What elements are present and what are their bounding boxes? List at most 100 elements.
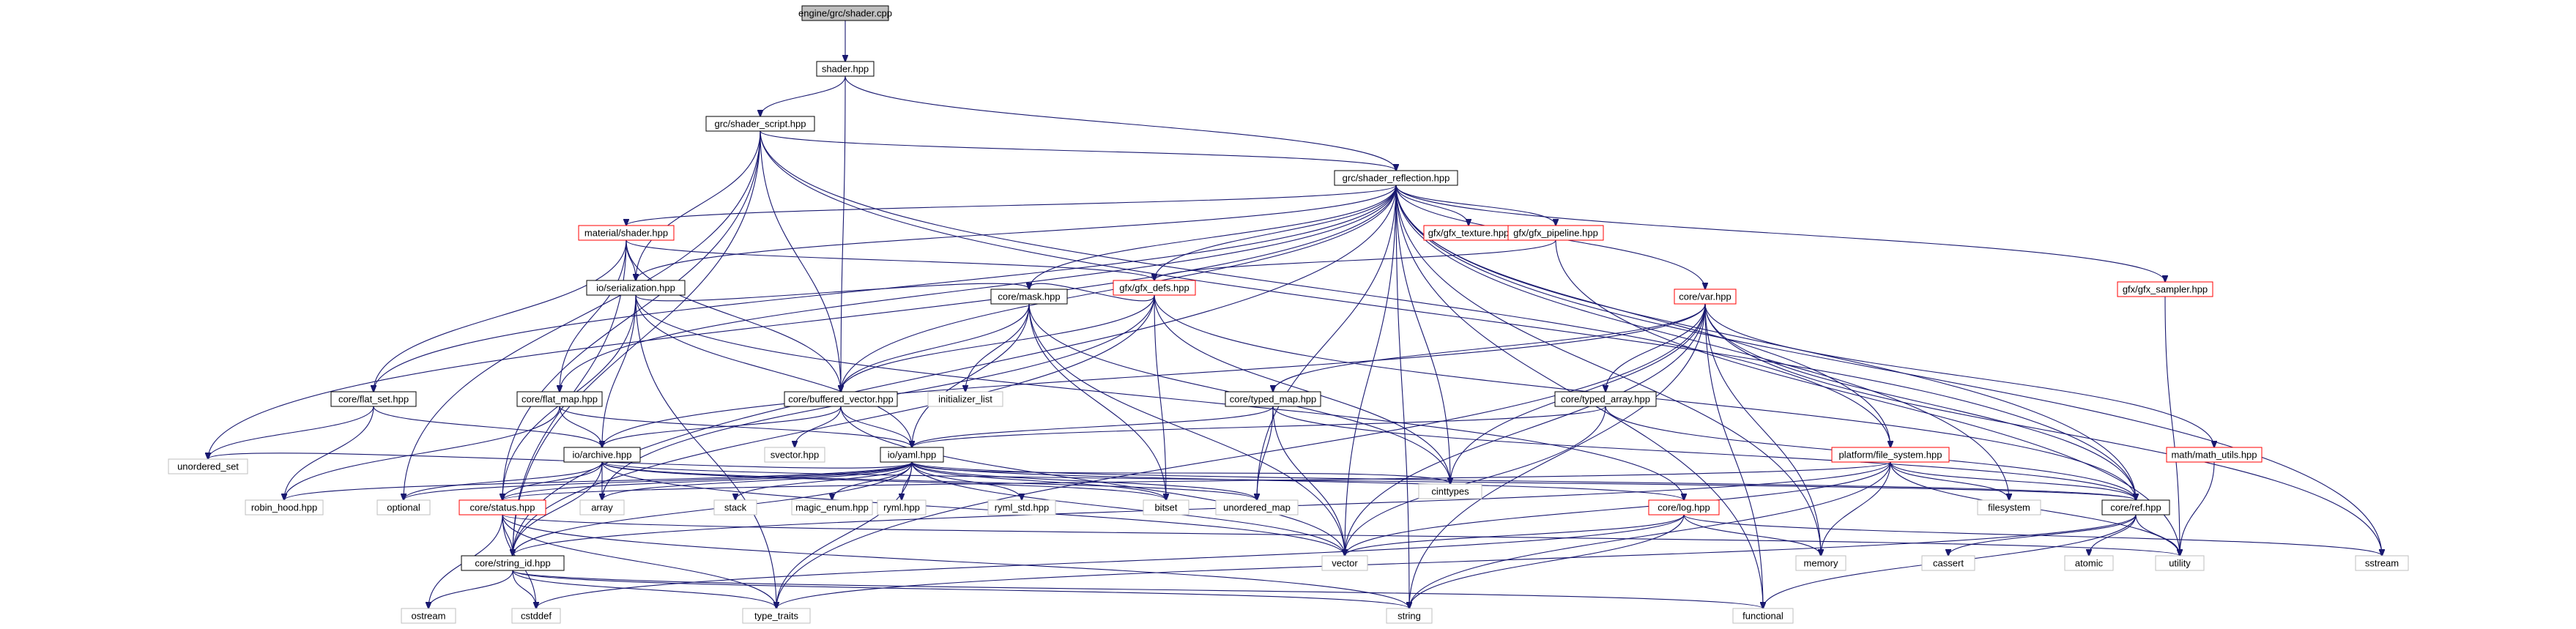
- node-label: functional: [1742, 611, 1783, 622]
- node-shader-reflection[interactable]: grc/shader_reflection.hpp: [1334, 170, 1458, 186]
- node-io-archive[interactable]: io/archive.hpp: [563, 447, 641, 463]
- edge-material_shader-to-core_flat_set: [374, 239, 627, 392]
- node-label: engine/grc/shader.cpp: [798, 8, 892, 19]
- node-box: [1554, 391, 1657, 407]
- edge-core_flat_map-to-io_yaml: [559, 406, 912, 447]
- node-label: material/shader.hpp: [584, 228, 668, 239]
- edge-shader_reflection-to-core_string_id: [513, 185, 1397, 556]
- node-core-string-id[interactable]: core/string_id.hpp: [461, 555, 565, 571]
- node-core-ref[interactable]: core/ref.hpp: [2101, 499, 2170, 516]
- edge-core_var-to-math_utils: [1704, 303, 2214, 447]
- edge-core_status-to-string: [502, 514, 1409, 608]
- node-core-flat-set[interactable]: core/flat_set.hpp: [330, 391, 417, 407]
- node-unordered-set: unordered_set: [168, 458, 248, 474]
- edge-core_var-to-type_traits: [776, 303, 1706, 608]
- node-box: [459, 499, 546, 516]
- node-gfx-sampler[interactable]: gfx/gfx_sampler.hpp: [2117, 281, 2213, 297]
- node-box: [1143, 499, 1189, 516]
- edge-core_var-to-core_typed_array: [1606, 303, 1706, 392]
- edge-shader_reflection-to-string: [1395, 185, 1409, 608]
- node-label: core/buffered_vector.hpp: [788, 394, 894, 405]
- node-gfx-defs[interactable]: gfx/gfx_defs.hpp: [1113, 280, 1196, 296]
- node-box: [2117, 281, 2213, 297]
- node-math-utils[interactable]: math/math_utils.hpp: [2166, 447, 2263, 463]
- node-core-flat-map[interactable]: core/flat_map.hpp: [516, 391, 603, 407]
- node-box: [1321, 555, 1368, 571]
- node-type-traits: type_traits: [742, 608, 811, 624]
- node-box: [578, 225, 675, 241]
- edge-core_string_id-to-cstddef: [512, 570, 536, 608]
- node-label: vector: [1332, 558, 1358, 569]
- edge-core_var-to-string: [1409, 303, 1706, 608]
- node-core-mask[interactable]: core/mask.hpp: [990, 289, 1068, 305]
- edge-shader_reflection-to-unordered_set: [208, 185, 1397, 459]
- node-label: core/var.hpp: [1679, 291, 1731, 302]
- edge-io_yaml-to-unordered_map: [911, 461, 1257, 500]
- node-label: io/archive.hpp: [573, 450, 632, 461]
- node-label: io/yaml.hpp: [888, 450, 936, 461]
- node-label: ryml_std.hpp: [995, 502, 1049, 513]
- edge-core_flat_set-to-io_archive: [373, 406, 602, 447]
- dependency-nodes: engine/grc/shader.cpp shader.hpp grc/shade…: [168, 5, 2409, 624]
- node-material-shader[interactable]: material/shader.hpp: [578, 225, 675, 241]
- edge-material_shader-to-core_buffered_vector: [626, 239, 841, 392]
- node-label: gfx/gfx_texture.hpp: [1428, 228, 1510, 239]
- node-gfx-texture[interactable]: gfx/gfx_texture.hpp: [1423, 225, 1514, 241]
- edge-core_buffered_vector-to-io_archive: [602, 406, 842, 447]
- edge-io_yaml-to-robin_hood: [284, 461, 913, 500]
- node-label: magic_enum.hpp: [795, 502, 869, 513]
- edge-core_var-to-core_typed_map: [1273, 303, 1706, 392]
- edge-core_var-to-io_archive: [602, 303, 1706, 447]
- edge-core_ref-to-atomic: [2089, 514, 2137, 556]
- node-io-serialization[interactable]: io/serialization.hpp: [586, 280, 686, 296]
- node-label: type_traits: [754, 611, 798, 622]
- node-gfx-pipeline[interactable]: gfx/gfx_pipeline.hpp: [1507, 225, 1604, 241]
- node-label: utility: [2169, 558, 2191, 569]
- node-label: filesystem: [1988, 502, 2030, 513]
- node-filesystem: filesystem: [1977, 499, 2041, 516]
- node-vector: vector: [1321, 555, 1368, 571]
- node-label: core/flat_map.hpp: [521, 394, 598, 405]
- edge-shader_reflection-to-gfx_defs: [1154, 185, 1397, 280]
- edge-shader_reflection-to-gfx_pipeline: [1395, 185, 1556, 226]
- node-platform-fs[interactable]: platform/file_system.hpp: [1831, 447, 1950, 463]
- edge-core_log-to-memory: [1683, 514, 1821, 556]
- node-functional: functional: [1732, 608, 1794, 624]
- node-cassert: cassert: [1921, 555, 1975, 571]
- node-core-typed-array[interactable]: core/typed_array.hpp: [1554, 391, 1657, 407]
- node-core-var[interactable]: core/var.hpp: [1674, 289, 1737, 305]
- node-box: [1648, 499, 1720, 516]
- node-box: [1674, 289, 1737, 305]
- edge-shader_reflection-to-memory: [1395, 185, 1821, 556]
- node-shader-script[interactable]: grc/shader_script.hpp: [705, 116, 815, 132]
- edge-core_string_id-to-string: [512, 570, 1409, 608]
- node-core-buffered-vector[interactable]: core/buffered_vector.hpp: [784, 391, 898, 407]
- node-core-status[interactable]: core/status.hpp: [459, 499, 546, 516]
- node-box: [1831, 447, 1950, 463]
- node-label: core/ref.hpp: [2110, 502, 2161, 513]
- node-box: [713, 499, 757, 516]
- node-core-typed-map[interactable]: core/typed_map.hpp: [1225, 391, 1321, 407]
- node-box: [1113, 280, 1196, 296]
- edge-core_ref-to-utility: [2135, 514, 2180, 556]
- node-label: cassert: [1933, 558, 1964, 569]
- node-label: core/mask.hpp: [998, 291, 1060, 302]
- node-svector: svector.hpp: [764, 447, 825, 463]
- edge-core_buffered_vector-to-svector: [795, 406, 842, 447]
- node-label: unordered_map: [1223, 502, 1291, 513]
- edge-io_yaml-to-ryml_std: [911, 461, 1022, 500]
- node-shader-hpp[interactable]: shader.hpp: [816, 61, 875, 77]
- node-io-yaml[interactable]: io/yaml.hpp: [880, 447, 944, 463]
- node-box: [1225, 391, 1321, 407]
- edge-core_mask-to-core_buffered_vector: [841, 303, 1030, 392]
- node-utility: utility: [2155, 555, 2205, 571]
- edge-platform_fs-to-vector: [1345, 461, 1891, 556]
- node-label: gfx/gfx_pipeline.hpp: [1513, 228, 1598, 239]
- node-core-log[interactable]: core/log.hpp: [1648, 499, 1720, 516]
- edge-io_yaml-to-unordered_set: [208, 453, 913, 469]
- node-box: [2155, 555, 2205, 571]
- edge-core_status-to-type_traits: [502, 514, 776, 608]
- edge-core_var-to-vector: [1345, 303, 1706, 556]
- edge-shader_hpp-to-shader_script: [760, 75, 846, 116]
- edge-core_typed_map-to-unordered_map: [1257, 406, 1274, 500]
